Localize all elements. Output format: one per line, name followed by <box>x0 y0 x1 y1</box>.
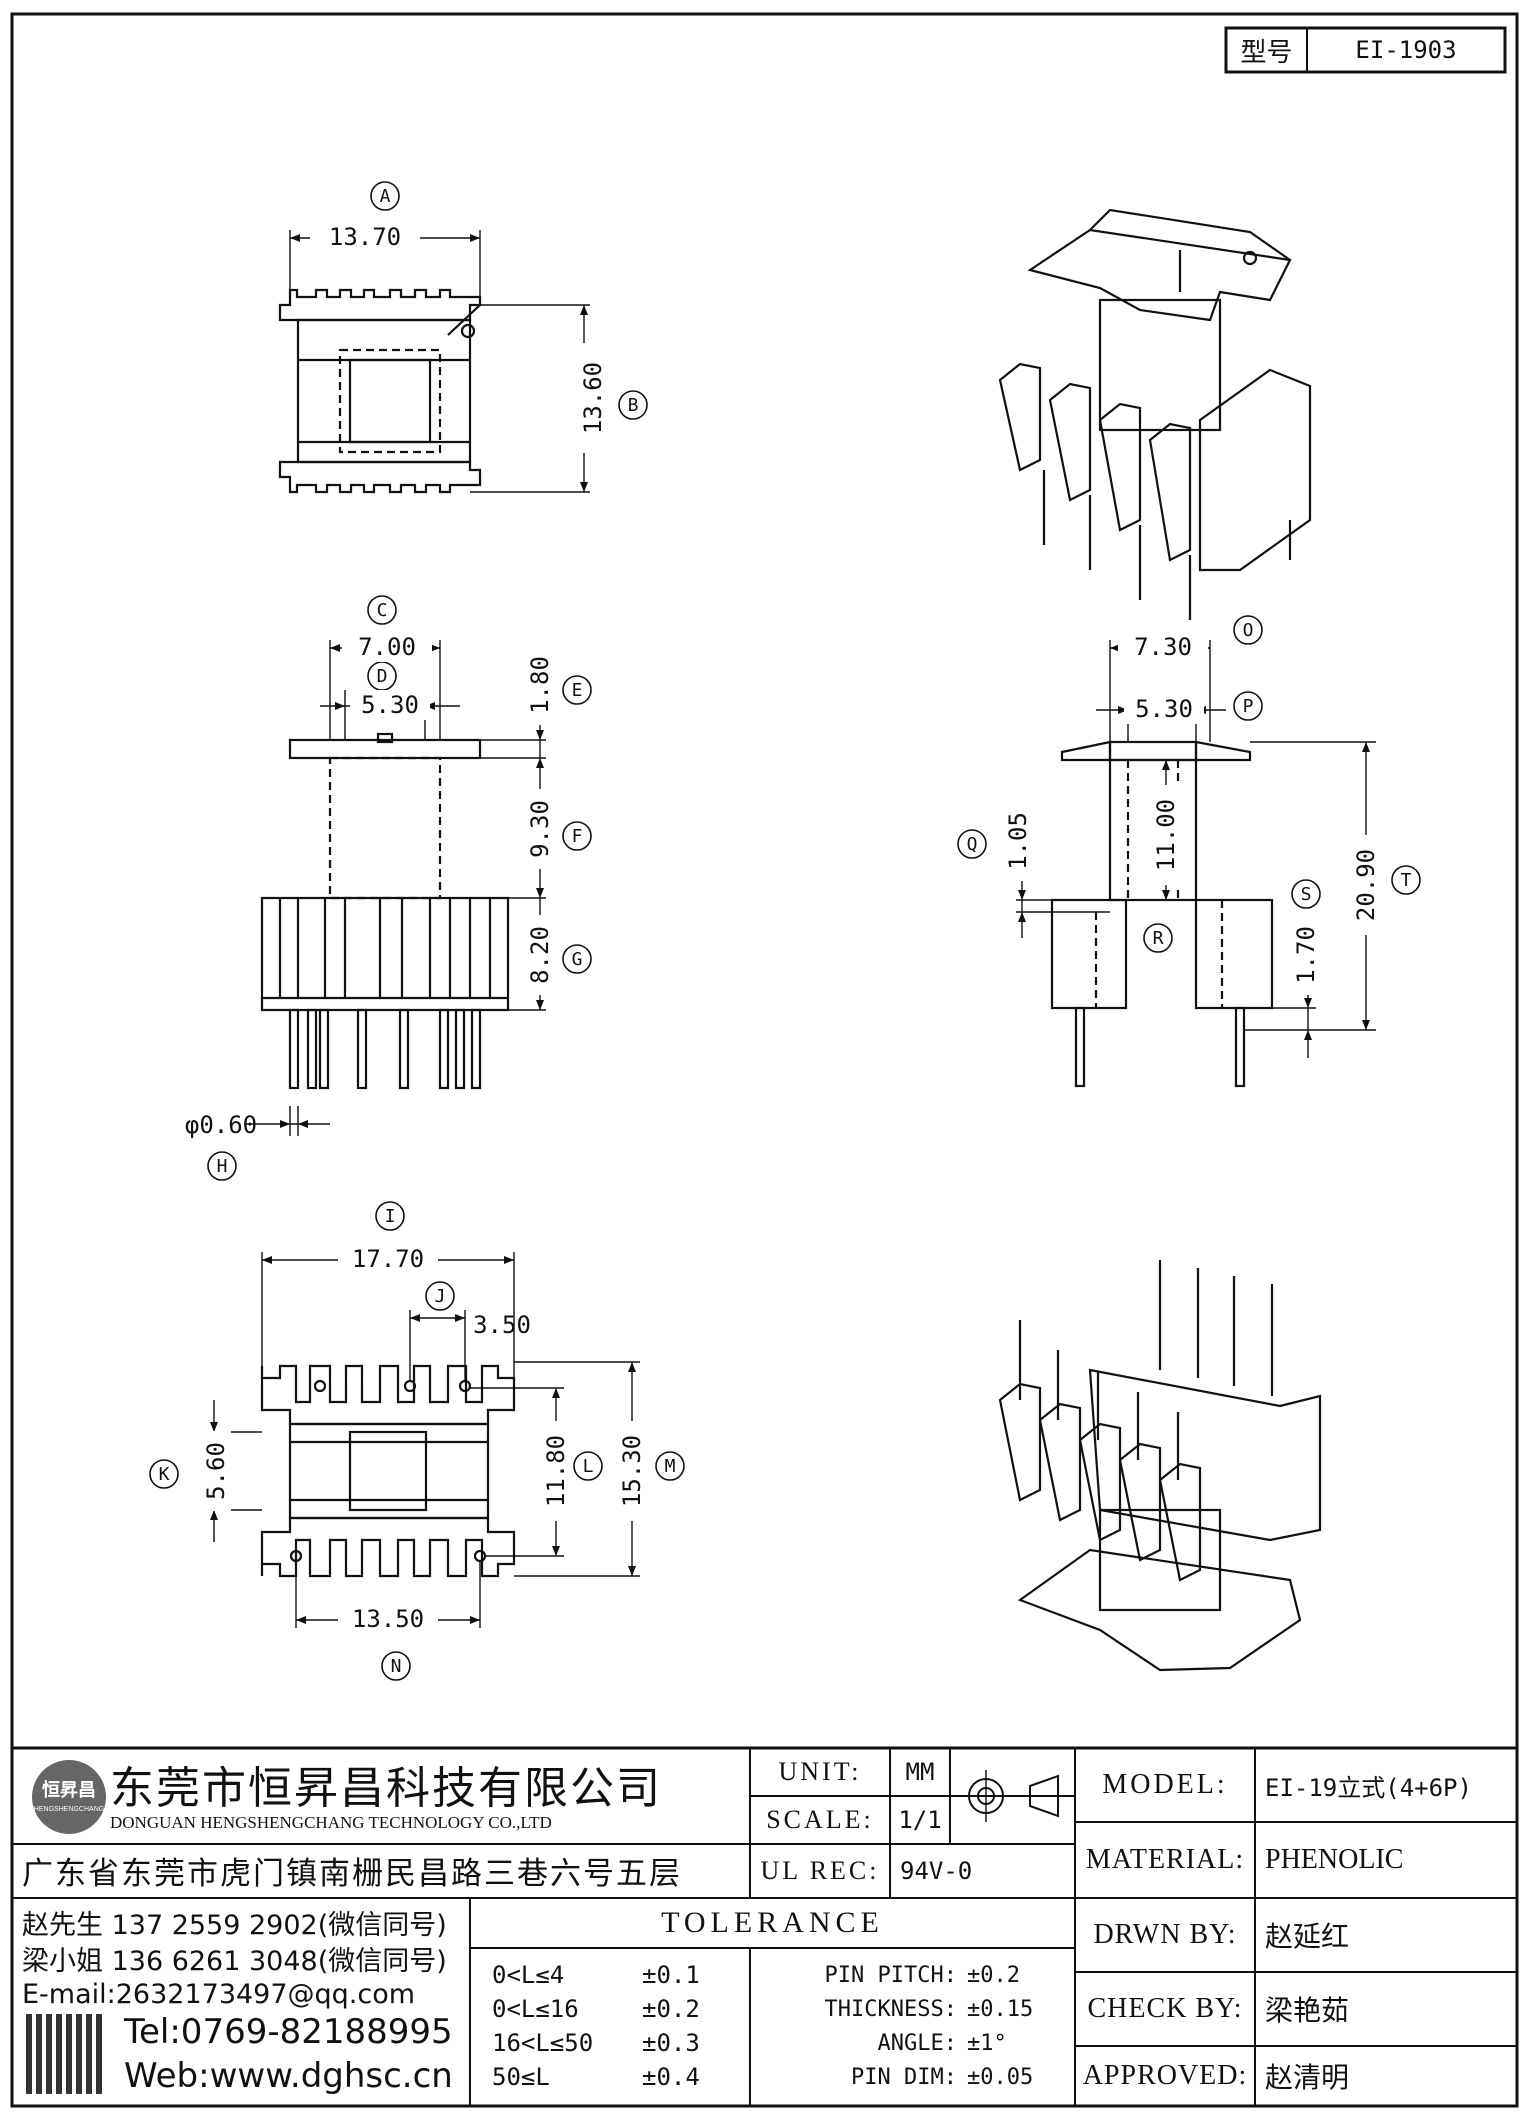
callout-q: Q <box>966 833 978 855</box>
unit-label: UNIT: <box>778 1757 862 1786</box>
check-value: 梁艳茹 <box>1265 1994 1350 2027</box>
tol-range-3: 16<L≤50 <box>492 2029 594 2057</box>
logo-subtext: HENGSHENGCHANG <box>33 1805 105 1813</box>
unit-value: MM <box>905 1758 935 1786</box>
scale-value: 1/1 <box>898 1806 942 1834</box>
contact-email: E-mail:2632173497@qq.com <box>22 1978 416 2010</box>
bottom-view <box>260 1364 516 1578</box>
approved-label: APPROVED: <box>1082 2060 1248 2091</box>
ul-label: UL REC: <box>760 1856 880 1885</box>
tol-thickness-label: THICKNESS: <box>824 1996 957 2022</box>
dimension-labels: A 13.70 13.60 B C 7.00 D 5.30 1.80 E 9.3… <box>158 185 1412 1677</box>
callout-o: O <box>1242 619 1254 641</box>
logo-text: 恒昇昌 <box>42 1780 96 1801</box>
tolerance-title: TOLERANCE <box>661 1906 884 1939</box>
drawn-label: DRWN BY: <box>1093 1919 1237 1950</box>
dim-p: 5.30 <box>1124 694 1204 724</box>
callout-c: C <box>376 599 388 621</box>
callout-r: R <box>1152 927 1164 949</box>
callout-l: L <box>582 1455 594 1477</box>
callout-e: E <box>571 679 583 701</box>
dim-e: 1.80 <box>525 645 555 725</box>
dim-r: 11.00 <box>1151 785 1181 885</box>
header-model-value: EI-1903 <box>1355 36 1457 64</box>
callout-a: A <box>379 185 391 207</box>
tol-thickness-value: ±0.15 <box>967 1996 1034 2022</box>
model-label: MODEL: <box>1102 1769 1228 1800</box>
dim-c: 7.00 <box>342 632 432 662</box>
company-logo: 恒昇昌 HENGSHENGCHANG <box>32 1760 106 1834</box>
dim-a: 13.70 <box>310 222 420 252</box>
callout-f: F <box>571 825 583 847</box>
callout-b: B <box>627 394 639 416</box>
iso-view-top <box>998 208 1312 620</box>
callout-m: M <box>664 1455 676 1477</box>
callout-i: I <box>384 1205 396 1227</box>
qr-code-icon <box>26 2014 106 2094</box>
dim-i: 17.70 <box>338 1244 438 1274</box>
contact-web: Web:www.dghsc.cn <box>124 2056 453 2096</box>
tol-range-1: 0<L≤4 <box>492 1961 565 1989</box>
header-model-label: 型号 <box>1240 37 1293 68</box>
dim-n: 13.50 <box>338 1604 438 1634</box>
tol-value-4: ±0.4 <box>642 2063 700 2091</box>
callout-k: K <box>158 1463 170 1485</box>
dim-h: φ0.60 <box>184 1111 258 1139</box>
model-value: EI-19立式(4+6P) <box>1265 1773 1472 1802</box>
callout-p: P <box>1242 695 1254 717</box>
company-address: 广东省东莞市虎门镇南栅民昌路三巷六号五层 <box>22 1855 682 1892</box>
check-label: CHECK BY: <box>1087 1993 1243 2024</box>
tol-value-3: ±0.3 <box>642 2029 700 2057</box>
iso-view-bottom <box>998 1260 1322 1672</box>
dim-k: 5.60 <box>201 1431 231 1511</box>
company-name-en: DONGUAN HENGSHENGCHANG TECHNOLOGY CO.,LT… <box>110 1813 552 1832</box>
tol-range-2: 0<L≤16 <box>492 1995 579 2023</box>
scale-label: SCALE: <box>766 1805 874 1834</box>
dim-m: 15.30 <box>617 1421 647 1521</box>
callout-h: H <box>216 1155 228 1177</box>
contact-2: 梁小姐 136 6261 3048(微信同号) <box>22 1945 447 1977</box>
tol-value-2: ±0.2 <box>642 1995 700 2023</box>
dim-f: 9.30 <box>525 789 555 869</box>
title-block: 恒昇昌 HENGSHENGCHANG 东莞市恒昇昌科技有限公司 DONGUAN … <box>12 1748 1517 2106</box>
material-label: MATERIAL: <box>1085 1844 1245 1875</box>
front-view <box>260 732 510 1090</box>
tol-pindim-label: PIN DIM: <box>851 2064 957 2090</box>
tolerance-ranges: 0<L≤4 ±0.1 0<L≤16 ±0.2 16<L≤50 ±0.3 50≤L… <box>492 1958 752 2098</box>
tol-pitch-label: PIN PITCH: <box>824 1962 957 1988</box>
tol-angle-value: ±1° <box>967 2030 1007 2056</box>
callout-j: J <box>434 1285 446 1307</box>
tol-range-4: 50≤L <box>492 2063 550 2091</box>
callout-s: S <box>1300 883 1312 905</box>
dim-t: 20.90 <box>1351 835 1381 935</box>
callout-g: G <box>571 948 583 970</box>
dim-s: 1.70 <box>1291 915 1321 995</box>
tol-pindim-value: ±0.05 <box>967 2064 1034 2090</box>
tol-angle-label: ANGLE: <box>877 2030 957 2056</box>
header-model-box: 型号 EI-1903 <box>1226 28 1505 72</box>
dim-d: 5.30 <box>350 690 430 720</box>
dim-o: 7.30 <box>1118 632 1208 662</box>
tolerance-others: PIN PITCH: ±0.2 THICKNESS: ±0.15 ANGLE: … <box>757 1958 1077 2098</box>
dim-l: 11.80 <box>541 1421 571 1521</box>
company-name-cn: 东莞市恒昇昌科技有限公司 <box>110 1763 662 1814</box>
material-value: PHENOLIC <box>1265 1844 1404 1875</box>
tol-value-1: ±0.1 <box>642 1961 700 1989</box>
drawn-value: 赵延红 <box>1265 1920 1350 1953</box>
callout-n: N <box>390 1655 402 1677</box>
ul-value: 94V-0 <box>900 1857 973 1885</box>
contact-tel: Tel:0769-82188995 <box>124 2012 453 2052</box>
callout-t: T <box>1400 869 1412 891</box>
approved-value: 赵清明 <box>1265 2061 1350 2094</box>
callout-d: D <box>376 665 388 687</box>
dim-b: 13.60 <box>578 343 608 453</box>
dim-g: 8.20 <box>525 915 555 995</box>
contact-1: 赵先生 137 2559 2902(微信同号) <box>22 1909 447 1941</box>
dim-q: 1.05 <box>1003 801 1033 881</box>
tol-pitch-value: ±0.2 <box>967 1962 1020 1988</box>
dim-j: 3.50 <box>473 1311 531 1339</box>
